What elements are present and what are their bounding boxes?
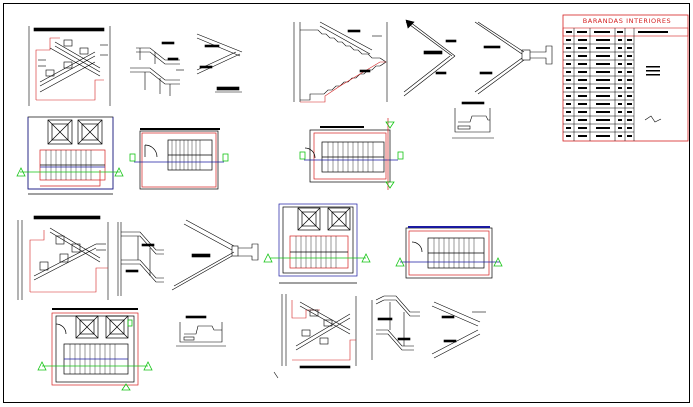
railing-detail-9 [171, 219, 259, 291]
level-marker-icon [395, 257, 405, 267]
railing-detail-5 [403, 19, 457, 97]
level-marker-icon [361, 253, 371, 263]
railing-detail-2 [130, 41, 184, 96]
section-flag-icon [129, 153, 136, 162]
level-marker-icon [37, 361, 47, 371]
section-flag-icon [299, 151, 306, 160]
railing-detail-3 [196, 33, 243, 93]
level-marker-icon [263, 253, 273, 263]
sheet-border [3, 3, 690, 403]
section-flag-icon [127, 319, 133, 327]
stair-elevation-detail-7 [17, 215, 109, 300]
level-marker-icon [16, 167, 26, 177]
stair-plan-2 [134, 128, 224, 190]
section-flag-icon [385, 121, 395, 129]
stair-elevation-detail-10 [273, 294, 357, 379]
railing-detail-12 [431, 301, 486, 359]
stair-plan-6 [42, 308, 148, 386]
stair-elevation-detail-1 [28, 26, 111, 106]
stair-plan-5 [400, 226, 500, 279]
stair-plan-4 [270, 203, 366, 284]
section-flag-icon [385, 181, 395, 189]
level-marker-icon [493, 257, 503, 267]
handrail-bracket-detail-2 [176, 315, 226, 347]
level-marker-icon [114, 167, 124, 177]
stair-plan-3 [304, 118, 398, 190]
section-flag-icon [121, 383, 131, 391]
railing-detail-11 [371, 295, 420, 360]
railing-table-title: BARANDAS INTERIORES [582, 17, 672, 25]
section-flag-icon [222, 153, 229, 162]
stair-plan-1 [20, 116, 120, 195]
stair-section-detail-4 [293, 21, 388, 103]
section-flag-icon [397, 151, 404, 160]
railing-detail-8 [117, 222, 164, 296]
railing-detail-6 [474, 21, 553, 95]
level-marker-icon [143, 361, 153, 371]
handrail-bracket-detail [452, 101, 494, 139]
railings-schedule-table [562, 14, 689, 142]
